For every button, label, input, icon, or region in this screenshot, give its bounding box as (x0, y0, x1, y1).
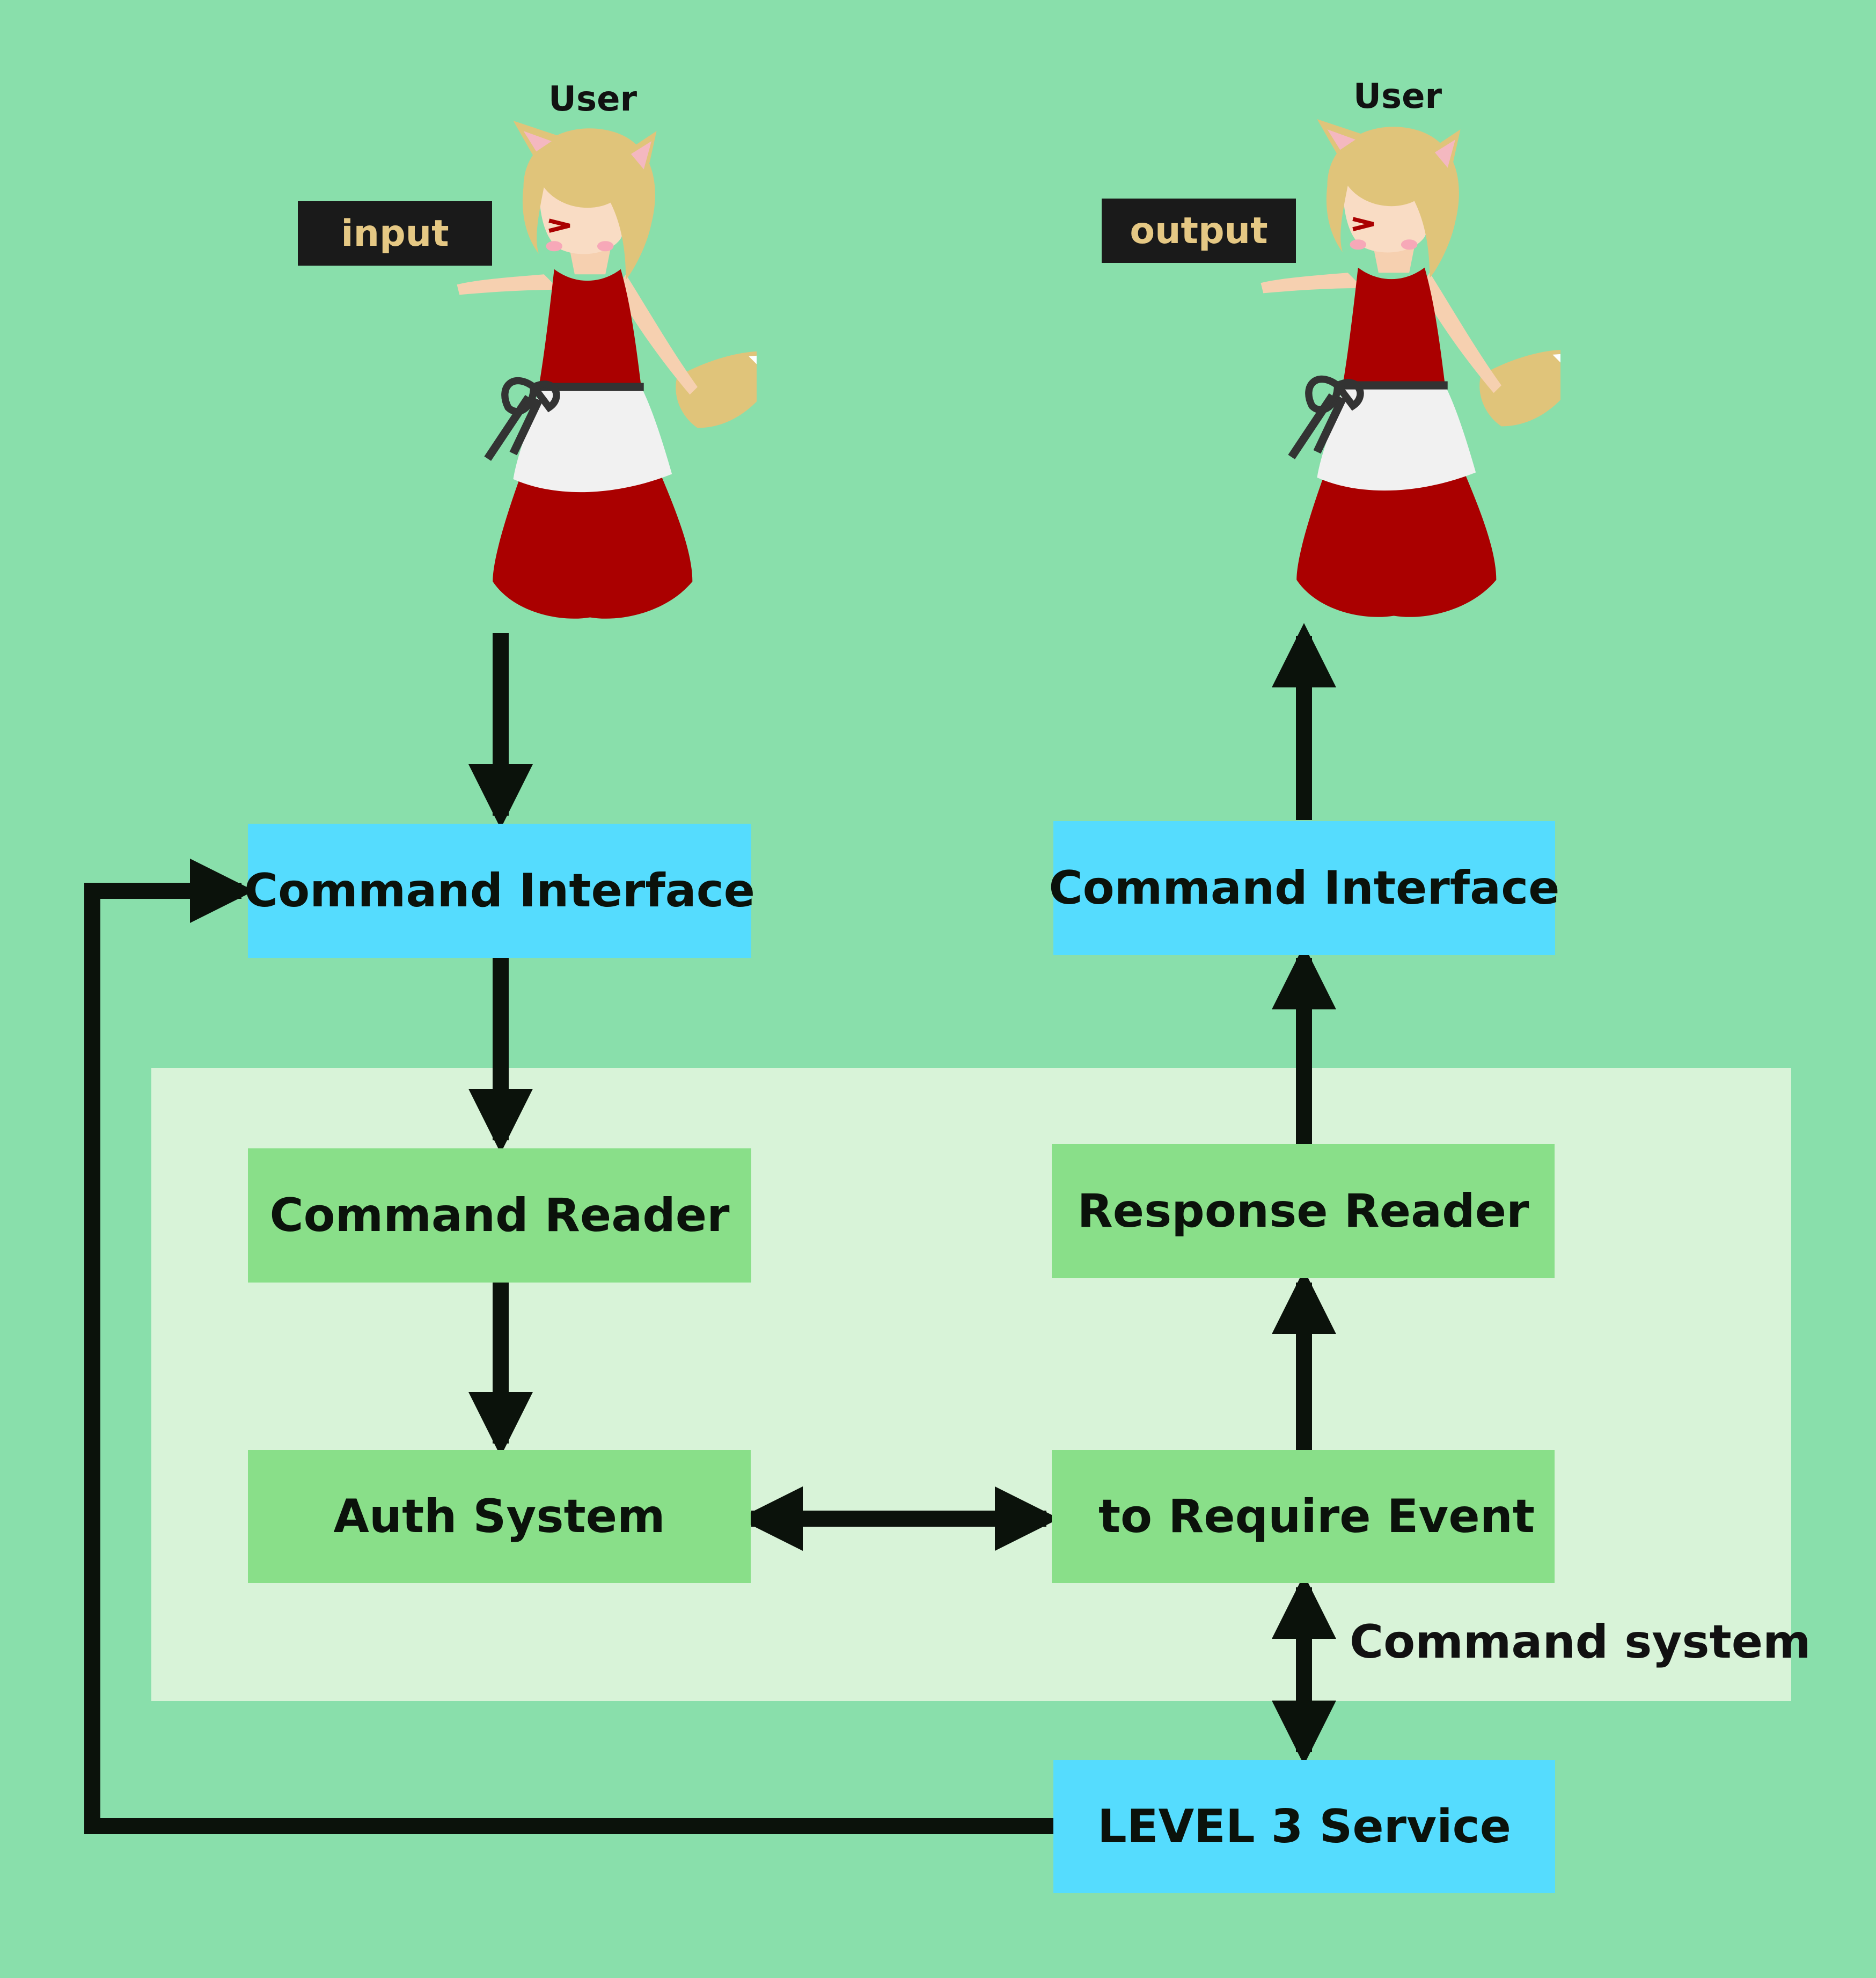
input-tag-label: input (341, 212, 449, 255)
require-event-box: to Require Event (1052, 1450, 1555, 1583)
command-interface-left-box: Command Interface (244, 824, 755, 958)
level3-service-label: LEVEL 3 Service (1097, 1800, 1511, 1854)
user-left-label: User (548, 79, 637, 119)
command-reader-label: Command Reader (269, 1189, 730, 1242)
command-reader-box: Command Reader (248, 1148, 751, 1283)
arrow-service-loop (84, 859, 1053, 1834)
command-interface-right-box: Command Interface (1049, 821, 1560, 955)
auth-system-box: Auth System (248, 1450, 751, 1583)
response-reader-label: Response Reader (1077, 1184, 1529, 1238)
auth-system-label: Auth System (333, 1490, 665, 1543)
command-interface-right-label: Command Interface (1049, 861, 1560, 915)
require-event-label: to Require Event (1098, 1490, 1535, 1543)
input-tag: input (298, 201, 492, 266)
output-tag-label: output (1130, 209, 1268, 252)
level3-service-box: LEVEL 3 Service (1053, 1760, 1555, 1893)
response-reader-box: Response Reader (1052, 1144, 1555, 1278)
user-right-label: User (1353, 77, 1442, 116)
output-tag: output (1102, 199, 1296, 263)
command-system-label: Command system (1350, 1615, 1811, 1669)
command-interface-left-label: Command Interface (244, 864, 756, 918)
